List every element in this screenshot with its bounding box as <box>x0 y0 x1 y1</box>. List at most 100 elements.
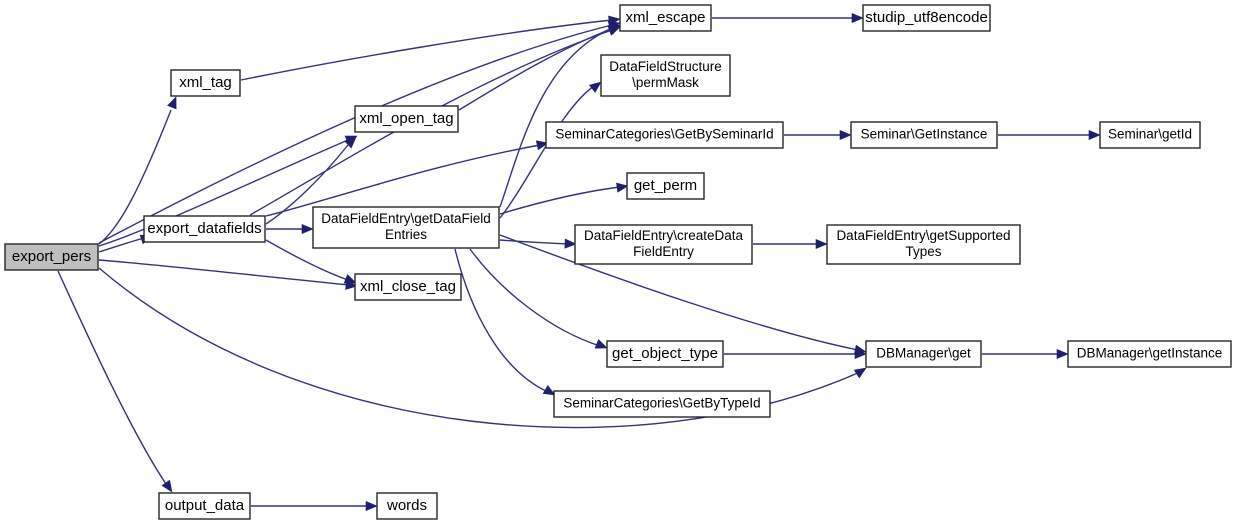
arrowhead-icon <box>608 24 622 35</box>
node-GetBySeminarId[interactable]: SeminarCategories\GetBySeminarId <box>545 121 784 149</box>
node-box-export_datafields[interactable] <box>143 215 266 243</box>
node-label-xml_escape: xml_escape <box>625 9 705 26</box>
node-studip_utf8encode[interactable]: studip_utf8encode <box>862 4 991 32</box>
node-label-xml_close_tag: xml_close_tag <box>360 278 456 295</box>
node-label-output_data: output_data <box>165 497 245 514</box>
node-box-export_pers[interactable] <box>4 243 99 271</box>
arrowhead-icon <box>853 367 867 379</box>
node-label-words: words <box>386 497 427 514</box>
edge-export_datafields-to-xml_open_tag <box>265 136 357 225</box>
edge-xml_escape-to-studip_utf8encode <box>712 12 864 24</box>
node-label-GetByTypeId: SeminarCategories\GetByTypeId <box>563 396 760 411</box>
node-box-DBManager_get[interactable] <box>865 340 982 368</box>
node-get_perm[interactable]: get_perm <box>626 172 705 200</box>
node-box-permMask[interactable] <box>600 54 731 97</box>
node-DBManager_get[interactable]: DBManager\get <box>865 340 982 368</box>
node-label-export_datafields: export_datafields <box>147 220 261 237</box>
node-box-get_perm[interactable] <box>626 172 705 200</box>
node-box-xml_escape[interactable] <box>619 4 712 32</box>
node-xml_escape[interactable]: xml_escape <box>619 4 712 32</box>
arrowhead-icon <box>854 348 867 360</box>
arrowhead-icon <box>167 96 177 110</box>
node-box-createDataFieldEntry[interactable] <box>574 224 753 265</box>
arrowhead-icon <box>1088 129 1101 141</box>
node-box-Seminar_getId[interactable] <box>1099 121 1201 149</box>
arrowhead-icon <box>851 12 864 24</box>
node-Seminar_GetInstance[interactable]: Seminar\GetInstance <box>850 121 998 149</box>
node-output_data[interactable]: output_data <box>158 492 251 520</box>
node-xml_open_tag[interactable]: xml_open_tag <box>354 105 459 133</box>
edge-getDataFieldEntries-to-get_object_type <box>469 248 608 349</box>
node-export_pers[interactable]: export_pers <box>4 243 99 271</box>
node-box-studip_utf8encode[interactable] <box>862 4 991 32</box>
edge-export_pers-to-xml_close_tag <box>98 259 358 290</box>
arrowhead-icon <box>588 81 602 93</box>
edge-getDataFieldEntries-to-get_perm <box>499 182 629 215</box>
node-box-DBManager_getInstance[interactable] <box>1067 340 1232 368</box>
node-label-export_pers: export_pers <box>12 248 91 265</box>
edge-export_datafields-to-getDataFieldEntries <box>266 223 314 235</box>
node-label-Seminar_GetInstance: Seminar\GetInstance <box>861 127 988 142</box>
node-label-studip_utf8encode: studip_utf8encode <box>865 9 988 26</box>
node-DBManager_getInstance[interactable]: DBManager\getInstance <box>1067 340 1232 368</box>
arrowhead-icon <box>161 479 173 493</box>
node-box-getDataFieldEntries[interactable] <box>312 206 500 249</box>
arrowhead-icon <box>365 500 378 512</box>
node-label-GetBySeminarId: SeminarCategories\GetBySeminarId <box>555 127 773 142</box>
node-Seminar_getId[interactable]: Seminar\getId <box>1099 121 1201 149</box>
edge-xml_tag-to-xml_escape <box>240 15 621 81</box>
arrowhead-icon <box>594 339 608 349</box>
node-label-get_object_type: get_object_type <box>612 345 718 362</box>
node-layer: export_pers xml_tag export_datafieldsoutpu… <box>4 4 1232 520</box>
node-box-GetBySeminarId[interactable] <box>545 121 784 149</box>
edge-xml_open_tag-to-xml_escape <box>458 24 622 111</box>
edge-getDataFieldEntries-to-createDataFieldEntry <box>499 238 577 249</box>
arrowhead-icon <box>616 182 629 193</box>
node-words[interactable]: words <box>376 492 438 520</box>
node-label-getSupportedTypes: Types <box>905 244 941 259</box>
edge-DBManager_get-to-DBManager_getInstance <box>982 348 1069 360</box>
node-box-xml_open_tag[interactable] <box>354 105 459 133</box>
edge-Seminar_GetInstance-to-Seminar_getId <box>998 129 1101 141</box>
node-box-get_object_type[interactable] <box>606 340 724 368</box>
node-box-xml_close_tag[interactable] <box>354 273 462 301</box>
node-label-get_perm: get_perm <box>634 177 697 194</box>
edge-export_datafields-to-GetBySeminarId <box>265 140 549 217</box>
node-box-xml_tag[interactable] <box>170 69 241 97</box>
node-xml_close_tag[interactable]: xml_close_tag <box>354 273 462 301</box>
node-box-Seminar_GetInstance[interactable] <box>850 121 998 149</box>
edge-export_datafields-to-xml_close_tag <box>265 239 357 284</box>
node-label-Seminar_getId: Seminar\getId <box>1108 127 1192 142</box>
arrowhead-icon <box>1056 348 1069 360</box>
arrowhead-icon <box>535 140 549 151</box>
arrowhead-icon <box>542 384 556 396</box>
node-box-output_data[interactable] <box>158 492 251 520</box>
edge-getDataFieldEntries-to-GetByTypeId <box>454 248 556 396</box>
node-permMask[interactable]: DataFieldStructure\permMask <box>600 54 731 97</box>
arrowhead-icon <box>608 15 621 26</box>
node-label-xml_open_tag: xml_open_tag <box>359 110 453 127</box>
node-GetByTypeId[interactable]: SeminarCategories\GetByTypeId <box>553 390 771 418</box>
arrowhead-icon <box>839 129 852 141</box>
arrowhead-icon <box>301 223 314 235</box>
node-box-getSupportedTypes[interactable] <box>826 224 1021 265</box>
node-label-permMask: \permMask <box>632 75 699 90</box>
node-label-permMask: DataFieldStructure <box>609 59 722 74</box>
node-label-createDataFieldEntry: DataFieldEntry\createData <box>584 228 744 243</box>
node-xml_tag[interactable]: xml_tag <box>170 69 241 97</box>
node-get_object_type[interactable]: get_object_type <box>606 340 724 368</box>
node-export_datafields[interactable]: export_datafields <box>143 215 266 243</box>
edge-export_pers-to-xml_tag <box>98 96 177 245</box>
arrowhead-icon <box>815 238 828 250</box>
node-label-getDataFieldEntries: DataFieldEntry\getDataField <box>321 211 491 226</box>
edge-export_pers-to-output_data <box>57 270 173 493</box>
arrowhead-icon <box>564 238 577 249</box>
node-label-xml_tag: xml_tag <box>179 74 232 91</box>
node-box-words[interactable] <box>376 492 438 520</box>
node-box-GetByTypeId[interactable] <box>553 390 771 418</box>
